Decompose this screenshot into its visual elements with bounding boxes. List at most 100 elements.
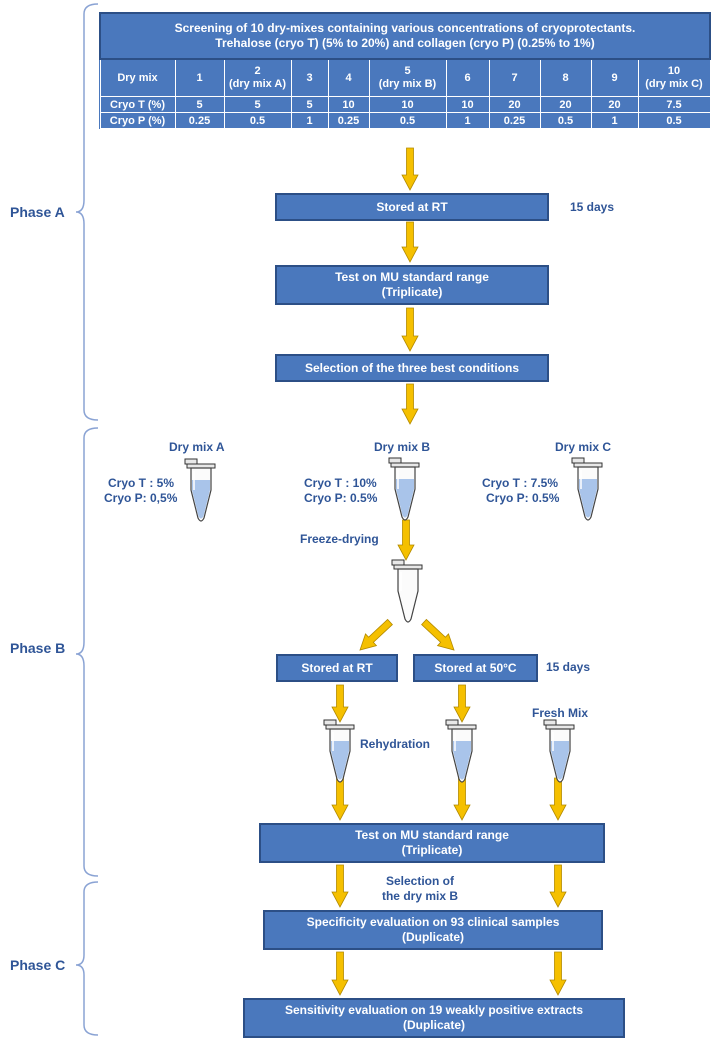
table-cell: 0.25 xyxy=(488,112,541,129)
specificity-line1: Specificity evaluation on 93 clinical sa… xyxy=(306,915,560,929)
flow-arrow xyxy=(549,777,567,821)
flow-arrow xyxy=(421,618,455,651)
header-cell: 4 xyxy=(327,58,370,97)
stored-50c-text: Stored at 50°C xyxy=(434,660,517,675)
duration-label-phase-a: 15 days xyxy=(570,200,615,214)
table-cell: 0.5 xyxy=(223,112,292,129)
bracket-phase-c xyxy=(75,881,99,1036)
rehydration-label: Rehydration xyxy=(360,737,431,751)
phase-b-label: Phase B xyxy=(10,640,66,656)
phase-a-label: Phase A xyxy=(10,204,65,220)
table-cell: 5 xyxy=(223,96,292,113)
header-cell-top: Dry mix xyxy=(117,71,158,84)
flow-arrow xyxy=(359,618,393,651)
flow-arrow xyxy=(331,684,349,723)
header-cell-top: 10 xyxy=(667,65,681,77)
test-mu-b-line2: (Triplicate) xyxy=(401,843,463,857)
header-cell-top: 4 xyxy=(345,71,352,84)
bracket-phase-a xyxy=(75,3,99,421)
flow-arrow xyxy=(401,221,419,263)
header-cell-top: 5 xyxy=(404,65,411,77)
flow-arrow xyxy=(331,777,349,821)
phase-brackets xyxy=(75,3,99,1036)
header-cell: 1 xyxy=(174,58,225,97)
table-cell: 0.25 xyxy=(174,112,225,129)
selection-dry-mix-b-line2: the dry mix B xyxy=(381,889,459,903)
test-mu-line2: (Triplicate) xyxy=(381,285,443,299)
selection-dry-mix-b-line1: Selection of xyxy=(385,874,454,888)
stored-rt-box-phase-a: Stored at RT xyxy=(275,193,549,221)
flow-arrow xyxy=(549,951,567,996)
table-cell: 20 xyxy=(539,96,592,113)
test-mu-line1: Test on MU standard range xyxy=(335,270,489,284)
table-cell: 10 xyxy=(327,96,370,113)
header-cell-top: 9 xyxy=(611,71,618,84)
screening-table: Screening of 10 dry-mixes containing var… xyxy=(99,12,711,129)
table-cell: 0.25 xyxy=(327,112,370,129)
dry-mix-a-cryo-p: Cryo P: 0,5% xyxy=(104,491,178,505)
flow-arrow xyxy=(549,864,567,908)
header-cell-top: 1 xyxy=(196,71,203,84)
header-cell: 6 xyxy=(445,58,490,97)
header-cell-top: 8 xyxy=(562,71,569,84)
table-cell: 20 xyxy=(590,96,639,113)
header-cell: 5(dry mix B) xyxy=(368,58,447,97)
sensitivity-line2: (Duplicate) xyxy=(402,1018,465,1032)
tube-icon xyxy=(388,457,420,521)
dry-mix-b-title: Dry mix B xyxy=(374,440,431,454)
tube-icon xyxy=(445,719,477,783)
bracket-phase-b xyxy=(75,427,99,877)
selection-box: Selection of the three best conditions xyxy=(275,354,549,382)
dry-mix-a-cryo-t: Cryo T : 5% xyxy=(108,476,175,490)
header-cell: 8 xyxy=(539,58,592,97)
table-cell: 20 xyxy=(488,96,541,113)
header-cell: 10(dry mix C) xyxy=(637,58,711,97)
flow-arrow xyxy=(331,951,349,996)
table-cell: 1 xyxy=(290,112,329,129)
dry-mix-c-title: Dry mix C xyxy=(555,440,612,454)
header-cell: 9 xyxy=(590,58,639,97)
stored-rt-b-text: Stored at RT xyxy=(301,660,373,675)
table-cell: 0.5 xyxy=(637,112,711,129)
dry-mix-c-cryo-p: Cryo P: 0.5% xyxy=(486,491,560,505)
table-cell: 0.5 xyxy=(368,112,447,129)
tube-icon xyxy=(571,457,603,521)
table-cell: 10 xyxy=(445,96,490,113)
header-cell-bottom: (dry mix B) xyxy=(378,78,437,90)
test-mu-b-line1: Test on MU standard range xyxy=(355,828,509,842)
screening-title-line2: Trehalose (cryo T) (5% to 20%) and colla… xyxy=(215,36,595,50)
sensitivity-line1: Sensitivity evaluation on 19 weakly posi… xyxy=(284,1003,584,1017)
flow-arrow xyxy=(453,777,471,821)
flow-arrow xyxy=(401,147,419,191)
tube-icon xyxy=(391,559,423,623)
table-cell: 5 xyxy=(174,96,225,113)
header-cell: 3 xyxy=(290,58,329,97)
duration-label-phase-b: 15 days xyxy=(546,660,591,674)
table-cell: Cryo T (%) xyxy=(99,96,176,113)
flow-arrows xyxy=(331,147,567,996)
tubes xyxy=(184,457,603,783)
header-cell: 7 xyxy=(488,58,541,97)
phase-c-label: Phase C xyxy=(10,957,66,973)
table-cell: 10 xyxy=(368,96,447,113)
header-cell-bottom: (dry mix C) xyxy=(645,78,703,90)
specificity-line2: (Duplicate) xyxy=(401,930,464,944)
table-cell: 0.5 xyxy=(539,112,592,129)
selection-dry-mix-b: Selection of the dry mix B xyxy=(376,874,464,904)
header-cell-top: 3 xyxy=(306,71,313,84)
flow-arrow xyxy=(397,519,415,561)
screening-title: Screening of 10 dry-mixes containing var… xyxy=(99,12,711,60)
table-cell: 7.5 xyxy=(637,96,711,113)
table-cell: 1 xyxy=(445,112,490,129)
stored-rt-text: Stored at RT xyxy=(376,199,448,214)
flow-arrow xyxy=(453,684,471,723)
header-cell: 2(dry mix A) xyxy=(223,58,292,97)
table-cell: 1 xyxy=(590,112,639,129)
tube-icon xyxy=(543,719,575,783)
header-cell-top: 6 xyxy=(464,71,471,84)
freeze-drying-label: Freeze-drying xyxy=(300,532,379,546)
sensitivity-box: Sensitivity evaluation on 19 weakly posi… xyxy=(243,998,625,1038)
flow-arrow xyxy=(331,864,349,908)
header-cell-bottom: (dry mix A) xyxy=(228,78,287,90)
